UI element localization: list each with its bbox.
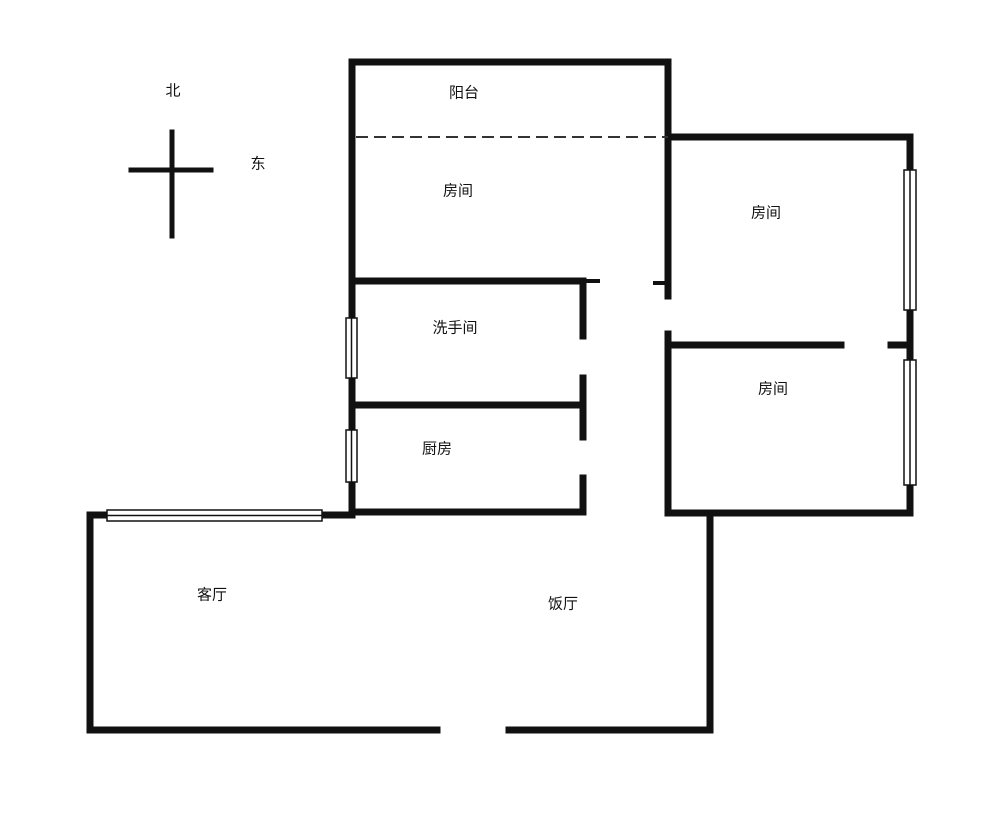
window <box>345 317 358 379</box>
room-label-living-room: 客厅 <box>196 585 228 604</box>
window <box>903 359 917 486</box>
room-label-balcony: 阳台 <box>448 83 480 102</box>
room-label-kitchen: 厨房 <box>421 439 453 458</box>
room-label-bedroom-east-top: 房间 <box>750 203 782 222</box>
compass-north-label: 北 <box>165 81 181 100</box>
window <box>106 509 323 522</box>
room-label-bathroom: 洗手间 <box>432 318 478 337</box>
window <box>903 169 917 311</box>
window <box>345 429 358 483</box>
compass-cross-icon <box>128 129 214 239</box>
compass-east-label: 东 <box>250 154 266 173</box>
room-label-dining-room: 饭厅 <box>547 594 579 613</box>
room-label-bedroom-east-bottom: 房间 <box>757 379 789 398</box>
room-label-bedroom-north: 房间 <box>442 181 474 200</box>
